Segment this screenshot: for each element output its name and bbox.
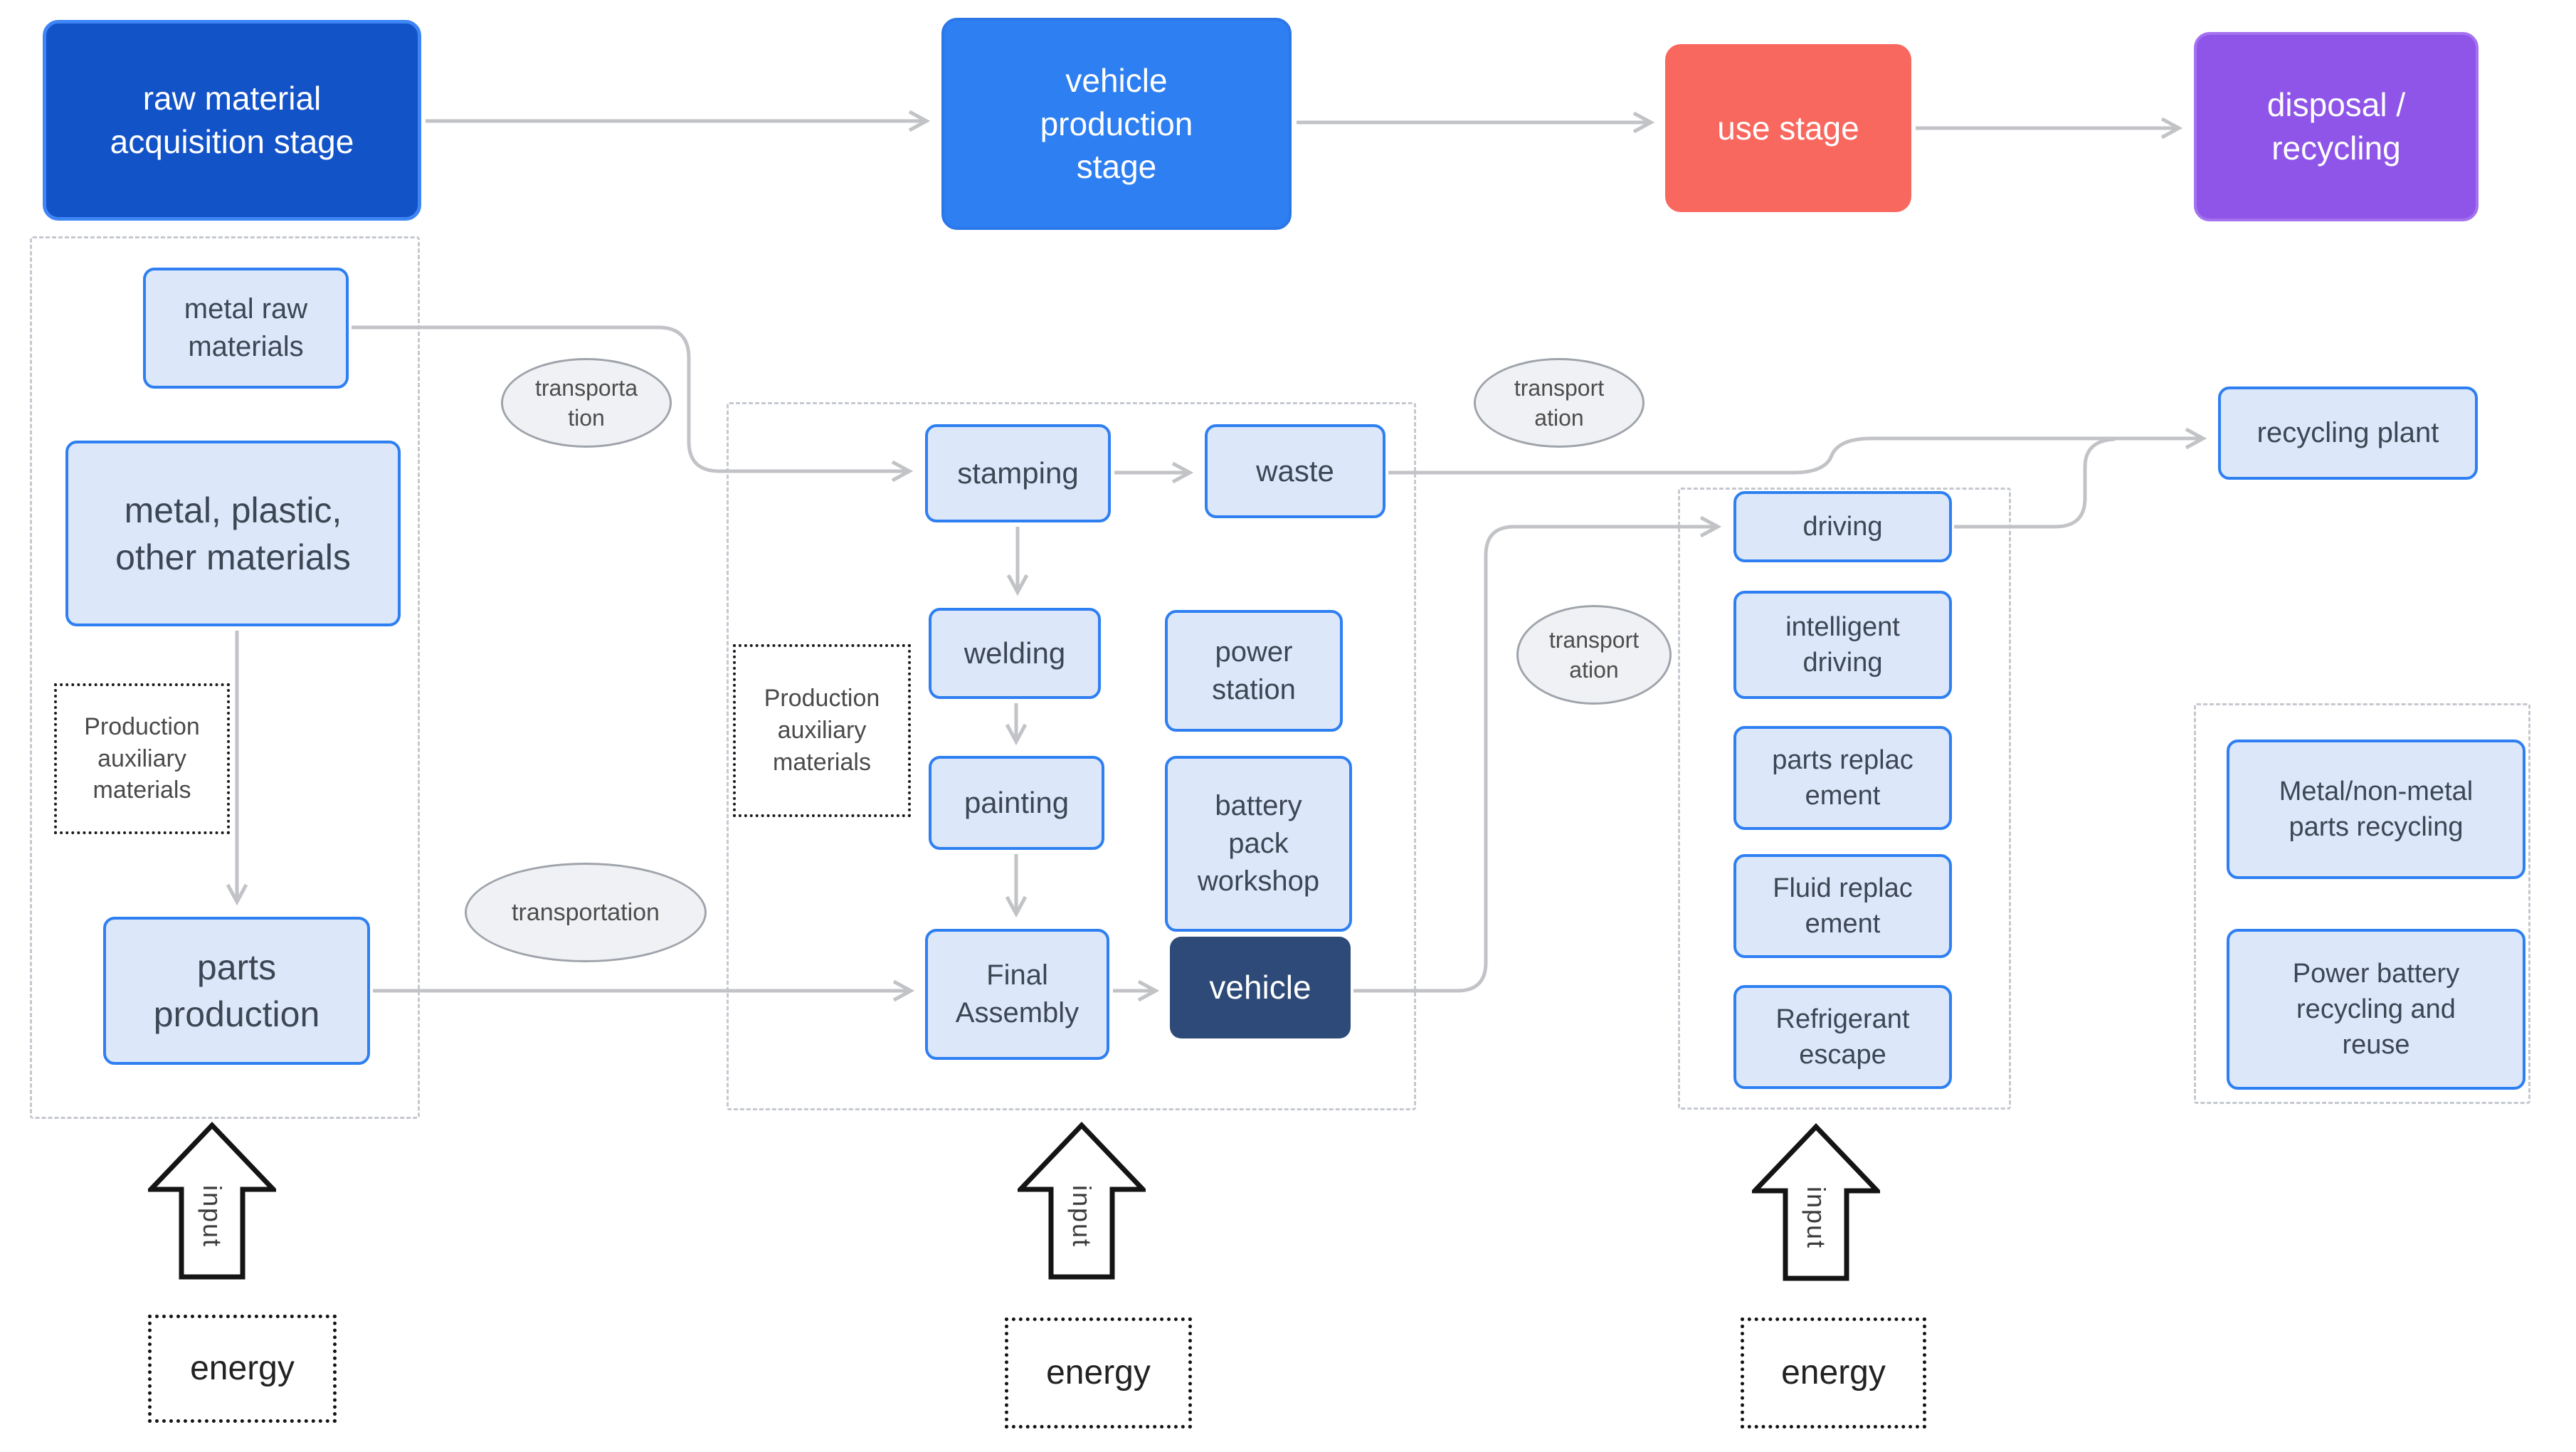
node-painting-label: painting bbox=[964, 786, 1070, 820]
node-stamping-label: stamping bbox=[957, 456, 1079, 490]
node-metal-plastic-other: metal, plastic, other materials bbox=[65, 441, 401, 626]
input-arrow-production-label: input bbox=[1067, 1184, 1097, 1248]
node-metal-parts-recycling: Metal/non-metal parts recycling bbox=[2227, 740, 2525, 879]
node-final-assembly-label: Final Assembly bbox=[955, 959, 1080, 1028]
ellipse-transportation-4-label: transport ation bbox=[1548, 626, 1640, 683]
node-metal-parts-recycling-label: Metal/non-metal parts recycling bbox=[2279, 776, 2474, 842]
input-arrow-raw-label: input bbox=[198, 1184, 227, 1248]
energy-box-raw-label: energy bbox=[190, 1350, 295, 1388]
input-arrow-icon bbox=[148, 1122, 276, 1280]
node-waste: waste bbox=[1205, 424, 1385, 518]
node-parts-production: parts production bbox=[103, 917, 370, 1065]
input-arrow-icon bbox=[1018, 1122, 1146, 1280]
connector-waste-to-recyclingplant bbox=[1388, 427, 2207, 475]
stage-raw-material: raw material acquisition stage bbox=[43, 20, 421, 221]
node-vehicle-label: vehicle bbox=[1209, 969, 1311, 1006]
recycling-container bbox=[2194, 703, 2530, 1104]
input-arrow-use: input bbox=[1752, 1123, 1880, 1283]
stage-use-label: use stage bbox=[1717, 109, 1859, 147]
node-recycling-plant-label: recycling plant bbox=[2256, 417, 2439, 449]
ellipse-transportation-4: transport ation bbox=[1516, 605, 1672, 705]
energy-box-raw: energy bbox=[148, 1315, 337, 1423]
input-arrow-use-label: input bbox=[1802, 1186, 1831, 1250]
stage-raw-material-label: raw material acquisition stage bbox=[110, 80, 354, 160]
node-parts-production-label: parts production bbox=[153, 947, 320, 1034]
node-production-aux-left-label: Production auxiliary materials bbox=[84, 712, 200, 804]
node-battery-pack-workshop-label: battery pack workshop bbox=[1197, 790, 1320, 897]
node-power-battery-recycling-label: Power battery recycling and reuse bbox=[2292, 958, 2460, 1061]
stage-disposal-recycling-label: disposal / recycling bbox=[2266, 86, 2406, 167]
node-parts-replacement: parts replac ement bbox=[1733, 726, 1952, 830]
node-power-station-label: power station bbox=[1212, 636, 1296, 705]
node-production-aux-mid-label: Production auxiliary materials bbox=[764, 685, 880, 776]
stage-use: use stage bbox=[1665, 44, 1911, 212]
energy-box-use: energy bbox=[1741, 1317, 1926, 1429]
stage-vehicle-production-label: vehicle production stage bbox=[1040, 61, 1193, 186]
node-vehicle: vehicle bbox=[1170, 937, 1351, 1038]
node-final-assembly: Final Assembly bbox=[925, 929, 1109, 1060]
node-refrigerant-escape: Refrigerant escape bbox=[1733, 985, 1952, 1089]
node-metal-raw-materials: metal raw materials bbox=[143, 268, 349, 389]
node-waste-label: waste bbox=[1256, 454, 1334, 488]
ellipse-transportation-3-label: transport ation bbox=[1514, 374, 1605, 431]
ellipse-transportation-1: transporta tion bbox=[501, 358, 672, 448]
node-metal-plastic-other-label: metal, plastic, other materials bbox=[115, 490, 351, 577]
node-driving-label: driving bbox=[1802, 511, 1883, 542]
stage-disposal-recycling: disposal / recycling bbox=[2194, 32, 2479, 221]
node-stamping: stamping bbox=[925, 424, 1111, 522]
node-refrigerant-escape-label: Refrigerant escape bbox=[1775, 1004, 1910, 1070]
node-fluid-replacement: Fluid replac ement bbox=[1733, 854, 1952, 958]
node-painting: painting bbox=[929, 756, 1104, 850]
ellipse-transportation-2-label: transportation bbox=[512, 898, 660, 926]
node-parts-replacement-label: parts replac ement bbox=[1772, 745, 1913, 811]
node-driving: driving bbox=[1733, 491, 1952, 562]
node-intelligent-driving: intelligent driving bbox=[1733, 591, 1952, 699]
input-arrow-raw: input bbox=[148, 1122, 276, 1282]
node-fluid-replacement-label: Fluid replac ement bbox=[1773, 873, 1913, 939]
node-battery-pack-workshop: battery pack workshop bbox=[1165, 756, 1352, 932]
node-metal-raw-materials-label: metal raw materials bbox=[184, 293, 308, 362]
node-power-battery-recycling: Power battery recycling and reuse bbox=[2227, 929, 2525, 1090]
ellipse-transportation-2: transportation bbox=[465, 863, 707, 962]
node-welding-label: welding bbox=[964, 636, 1066, 670]
node-recycling-plant: recycling plant bbox=[2218, 386, 2478, 480]
node-welding: welding bbox=[929, 608, 1101, 699]
node-production-aux-materials-mid: Production auxiliary materials bbox=[733, 644, 911, 817]
stage-vehicle-production: vehicle production stage bbox=[941, 18, 1292, 230]
input-arrow-icon bbox=[1752, 1123, 1880, 1281]
ellipse-transportation-1-label: transporta tion bbox=[534, 374, 638, 431]
node-intelligent-driving-label: intelligent driving bbox=[1785, 611, 1900, 678]
input-arrow-production: input bbox=[1018, 1122, 1146, 1282]
raw-material-container bbox=[30, 236, 420, 1119]
node-power-station: power station bbox=[1165, 610, 1343, 732]
node-production-aux-materials-left: Production auxiliary materials bbox=[54, 683, 230, 834]
energy-box-use-label: energy bbox=[1781, 1354, 1886, 1392]
energy-box-production-label: energy bbox=[1046, 1354, 1151, 1392]
ellipse-transportation-3: transport ation bbox=[1474, 358, 1645, 448]
energy-box-production: energy bbox=[1005, 1317, 1192, 1429]
